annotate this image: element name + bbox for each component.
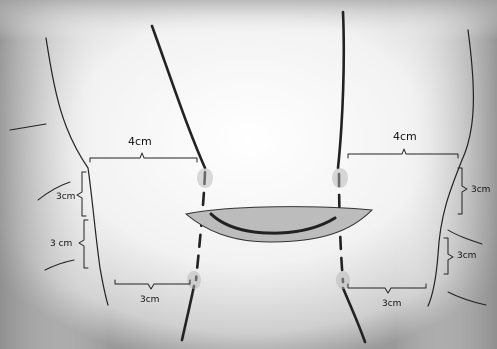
right-lower-height-label: 3cm <box>457 251 476 261</box>
left-upper-height-label: 3cm <box>56 192 75 202</box>
right-upper-shade <box>332 168 348 188</box>
bottom-right-width-label: 3cm <box>382 299 401 309</box>
left-upper-shade <box>197 168 213 188</box>
left-shadow <box>0 0 110 349</box>
top-right-width-label: 4cm <box>393 130 417 143</box>
left-lower-height-label: 3 cm <box>50 239 72 249</box>
top-left-width-label: 4cm <box>128 135 152 148</box>
right-upper-height-label: 3cm <box>471 185 490 195</box>
right-shadow <box>395 0 497 349</box>
bottom-left-width-label: 3cm <box>140 295 159 305</box>
left-lower-shade <box>187 271 201 289</box>
top-shadow <box>0 0 497 40</box>
